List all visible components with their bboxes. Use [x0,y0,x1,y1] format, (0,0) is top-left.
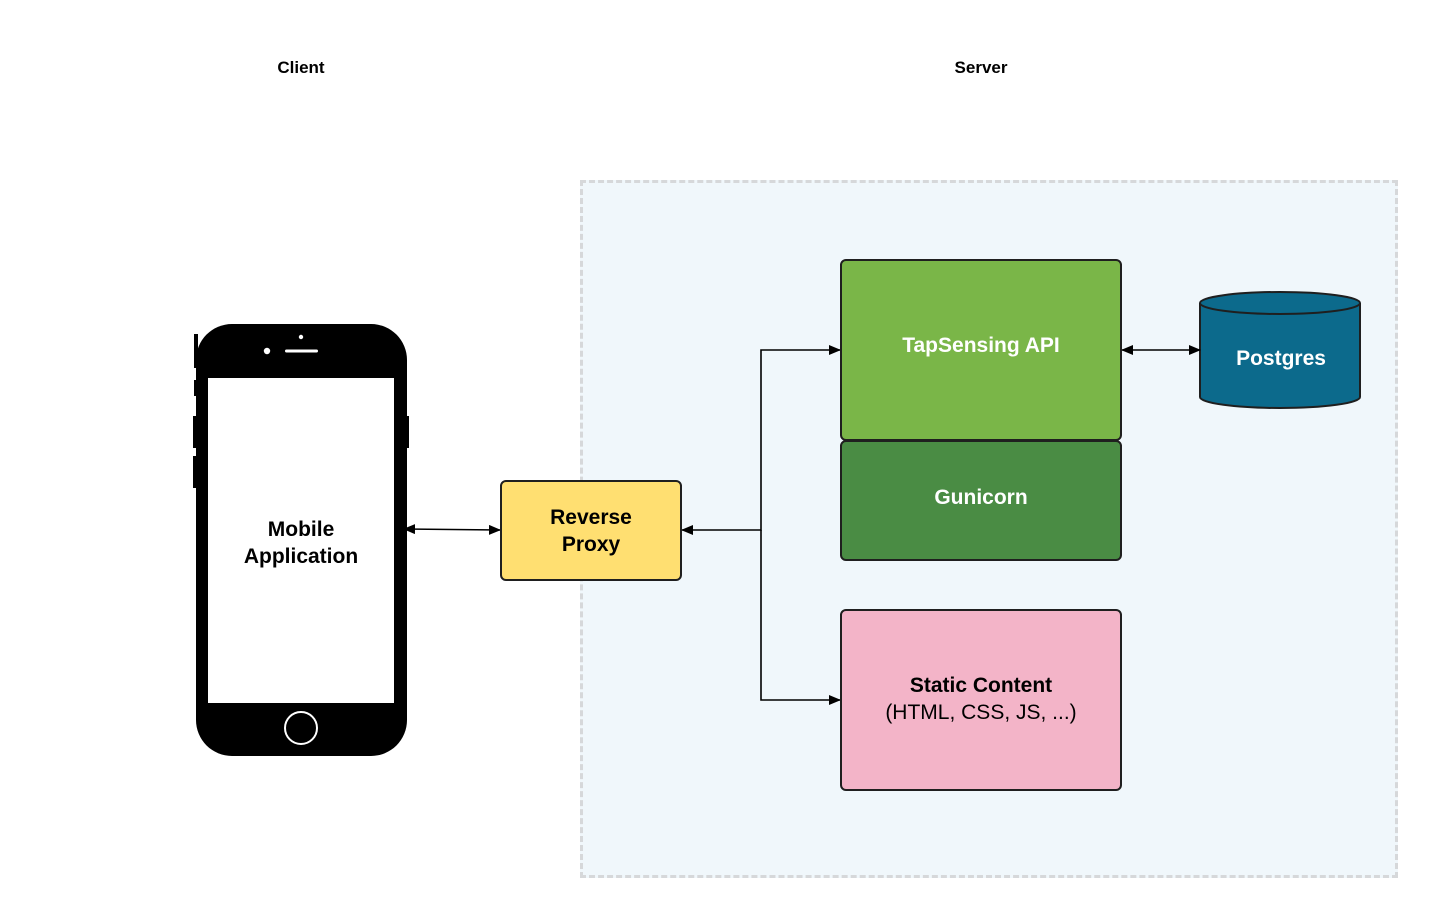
edge-proxy-api [681,345,841,535]
postgres-label: Postgres [1236,347,1326,370]
static-content-subtitle: (HTML, CSS, JS, ...) [885,701,1077,724]
proxy-label-line-1: Reverse [550,505,632,529]
smartphone-icon [193,324,409,756]
server-column-title: Server [954,58,1008,77]
static-content-node: Static Content (HTML, CSS, JS, ...) [840,609,1122,791]
proxy-label-line-2: Proxy [561,532,621,556]
mobile-label-line-1: Mobile [267,517,335,541]
tapsensing-api-node: TapSensing API [840,259,1122,441]
mobile-application-label: Mobile Application [208,378,394,703]
client-column-title: Client [277,58,325,77]
static-content-title: Static Content [909,674,1053,697]
edge-proxy-static [760,530,841,705]
gunicorn-label: Gunicorn [934,486,1028,509]
api-label: TapSensing API [902,333,1060,357]
database-cylinder-icon [1199,291,1361,409]
reverse-proxy-node: Reverse Proxy [500,480,682,581]
mobile-label-line-2: Application [243,544,359,568]
edge-mobile-proxy [403,524,501,535]
gunicorn-node: Gunicorn [840,440,1122,561]
